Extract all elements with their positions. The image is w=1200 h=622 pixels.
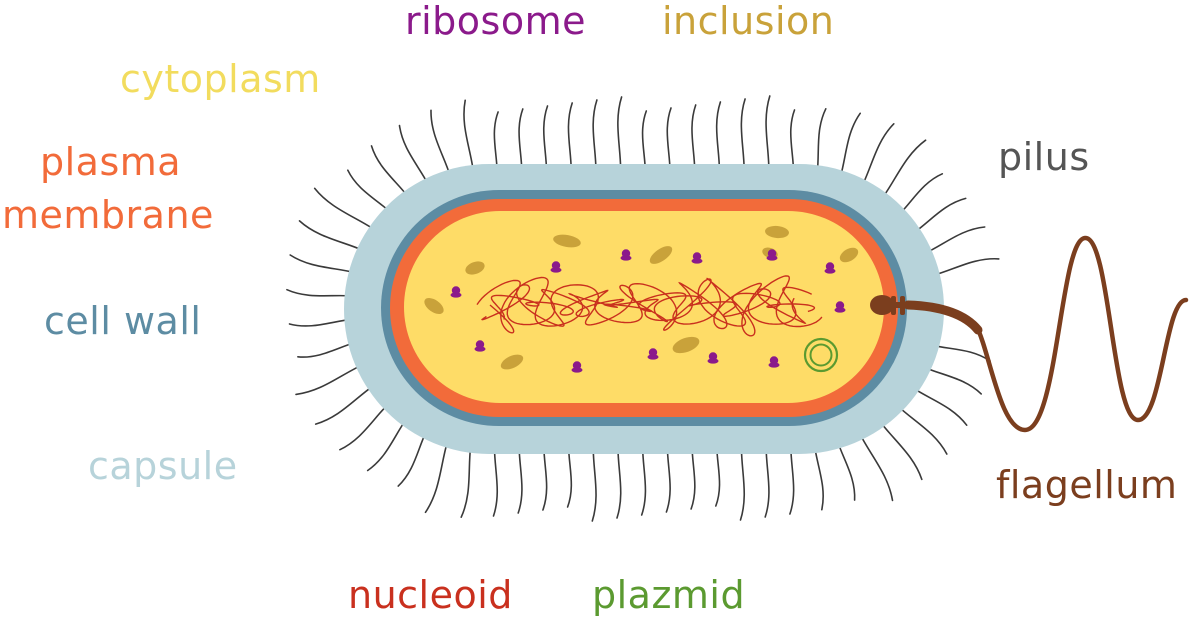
label-nucleoid: nucleoid	[348, 573, 513, 617]
ribosome	[691, 252, 703, 264]
ribosome	[474, 340, 486, 352]
inclusion-granule	[424, 298, 444, 314]
ribosome	[768, 356, 780, 368]
label-capsule: capsule	[88, 444, 238, 488]
inclusion-granule	[839, 247, 859, 263]
ribosome	[707, 352, 719, 364]
ribosome	[766, 249, 778, 261]
ribosome	[647, 348, 659, 360]
ribosome	[834, 301, 846, 313]
ribosomes	[450, 249, 846, 373]
plasmid	[803, 337, 839, 373]
inclusion-granule	[649, 246, 673, 264]
label-inclusion: inclusion	[662, 0, 835, 43]
dna-strand	[476, 279, 812, 330]
ribosome	[450, 286, 462, 298]
flagellum-basal-body	[870, 295, 894, 315]
inclusion-granule	[553, 234, 581, 248]
inclusion-granule	[465, 261, 485, 275]
inclusions	[424, 225, 859, 370]
label-plasma: plasma	[40, 140, 182, 184]
label-membrane: membrane	[2, 193, 214, 237]
dna-strand	[481, 284, 807, 327]
label-ribosome: ribosome	[405, 0, 586, 43]
inclusion-granule	[672, 336, 700, 354]
label-flagellum: flagellum	[996, 463, 1178, 507]
flagellum-rod	[884, 302, 912, 308]
label-cytoplasm: cytoplasm	[120, 57, 321, 101]
flagellum	[870, 235, 1189, 433]
ribosome	[571, 361, 583, 373]
label-plazmid: plazmid	[592, 573, 746, 617]
label-cell-wall: cell wall	[44, 299, 202, 343]
flagellum-filament	[973, 235, 1189, 433]
dna-strand	[490, 278, 816, 331]
ribosome	[824, 262, 836, 274]
ribosome	[550, 261, 562, 273]
nucleoid-dna	[476, 275, 823, 337]
label-pilus: pilus	[998, 135, 1090, 179]
inclusion-granule	[500, 354, 524, 370]
inclusion-granule	[765, 225, 789, 239]
ribosome	[620, 249, 632, 261]
